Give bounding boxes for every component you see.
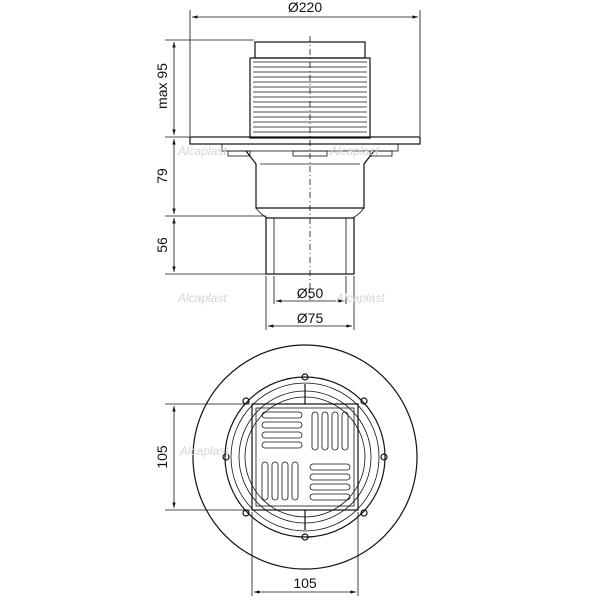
grate-slot [341, 411, 349, 451]
bolt [360, 397, 368, 405]
grate-slot [261, 421, 303, 429]
grate-slot [261, 441, 303, 449]
watermark-logo: Alcaplast [335, 291, 385, 305]
flange-plate [189, 136, 421, 157]
grate-slot [331, 411, 339, 451]
dim-outlet: Ø50 Ø75 [265, 276, 355, 330]
grate-slot [309, 473, 351, 481]
label-grate-width: 105 [293, 575, 317, 591]
label-height-outlet: 56 [154, 237, 170, 253]
grate-slot [261, 461, 269, 501]
side-view: Ø220 max 95 79 56 Ø50 Ø75 Alcapl [154, 0, 421, 330]
watermark-logo: Alcaplast [329, 144, 379, 158]
dim-overall-diameter: Ø220 [189, 0, 421, 136]
dim-grate: 105 105 [154, 403, 359, 596]
label-outlet-inner: Ø50 [297, 285, 324, 301]
bolt [380, 453, 388, 461]
bolt [301, 533, 309, 541]
grate-slot [261, 431, 303, 439]
grate-slot [311, 411, 319, 451]
bolt [222, 453, 230, 461]
label-overall-diameter: Ø220 [288, 0, 322, 15]
bolt [301, 373, 309, 381]
label-height-body: 79 [154, 168, 170, 184]
dim-heights: max 95 79 56 [154, 39, 266, 275]
label-grate-height: 105 [154, 445, 170, 469]
grate [251, 403, 359, 511]
grate-slot [291, 461, 299, 501]
label-outlet-outer: Ø75 [297, 310, 324, 326]
grate-slot [321, 411, 329, 451]
grate-slot [281, 461, 289, 501]
grate-slot [309, 493, 351, 501]
watermark-logo: Alcaplast [177, 291, 227, 305]
outer-flange-circle [192, 344, 418, 570]
grate-slot [309, 483, 351, 491]
grate-slot [309, 463, 351, 471]
watermark-logo: Alcaplast [177, 144, 227, 158]
grate-slot [271, 461, 279, 501]
top-view: 105 105 Alcaplast [154, 344, 418, 596]
watermark-logo: Alcaplast [179, 444, 229, 458]
bolt [360, 509, 368, 517]
grate-slot [261, 411, 303, 419]
label-height-top: max 95 [154, 63, 170, 109]
